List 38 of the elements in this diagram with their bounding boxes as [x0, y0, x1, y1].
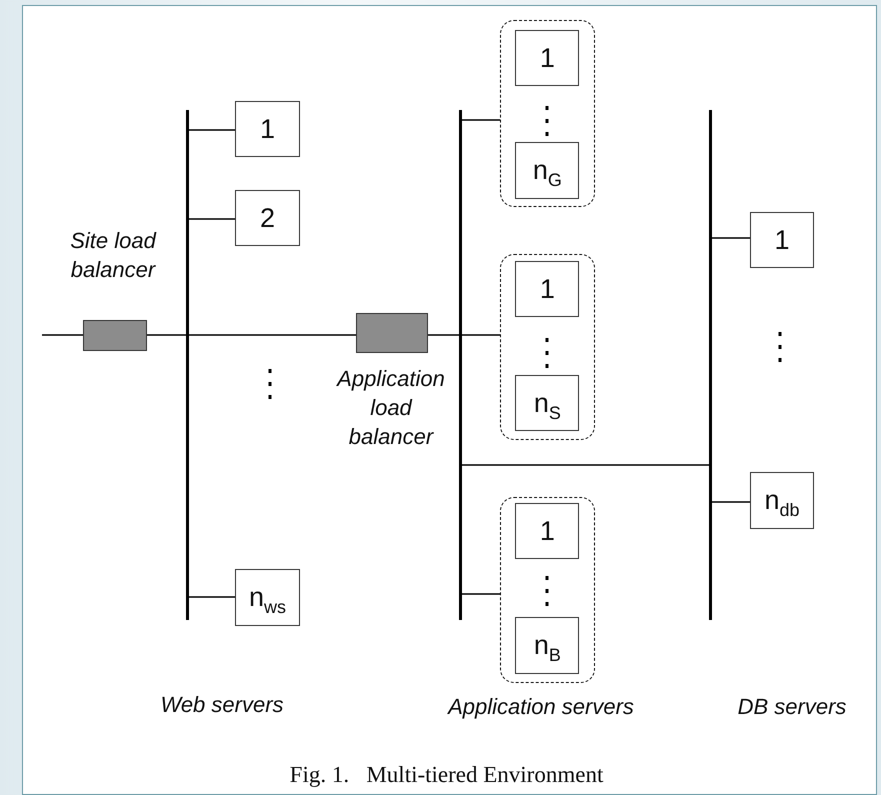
connector-line [147, 334, 186, 336]
server-box: 1 [750, 212, 814, 268]
connector-line [712, 501, 750, 503]
component-label: Application load balancer [335, 365, 446, 451]
connector-line [189, 334, 356, 336]
server-group-frame [500, 20, 595, 207]
connector-line [462, 119, 500, 121]
server-box: 1 [235, 101, 300, 157]
load-balancer-box [356, 313, 428, 353]
figure-caption: Fig. 1. Multi-tiered Environment [288, 762, 604, 788]
load-balancer-box [83, 320, 147, 351]
connector-line [189, 596, 235, 598]
server-box: 1 [515, 30, 580, 86]
connector-line [712, 237, 750, 239]
connector-line [189, 129, 235, 131]
connector-line [462, 593, 500, 595]
server-box: 1 [515, 261, 580, 318]
bus-line [709, 110, 712, 620]
connector-line [428, 334, 459, 336]
server-box: n$_{B}$ [515, 617, 580, 674]
tier-label: Application servers [446, 693, 635, 721]
node-caption: Site load balancer [69, 227, 158, 284]
server-box: 1 [515, 503, 580, 560]
server-group-frame [500, 254, 595, 440]
server-box: n$_{db}$ [750, 472, 814, 529]
tier-label: Web servers [159, 691, 285, 719]
bus-line [459, 110, 462, 620]
server-group-frame [500, 497, 595, 683]
connector-line [462, 334, 500, 336]
connector-line [462, 464, 709, 466]
connector-line [42, 334, 83, 336]
server-box: n$_{G}$ [515, 142, 580, 200]
connector-line [189, 218, 235, 220]
server-box: n$_{S}$ [515, 375, 580, 432]
server-box: n$_{ws}$ [235, 569, 300, 626]
bus-line [186, 110, 189, 620]
server-box: 2 [235, 190, 300, 246]
tier-label: DB servers [736, 693, 848, 721]
